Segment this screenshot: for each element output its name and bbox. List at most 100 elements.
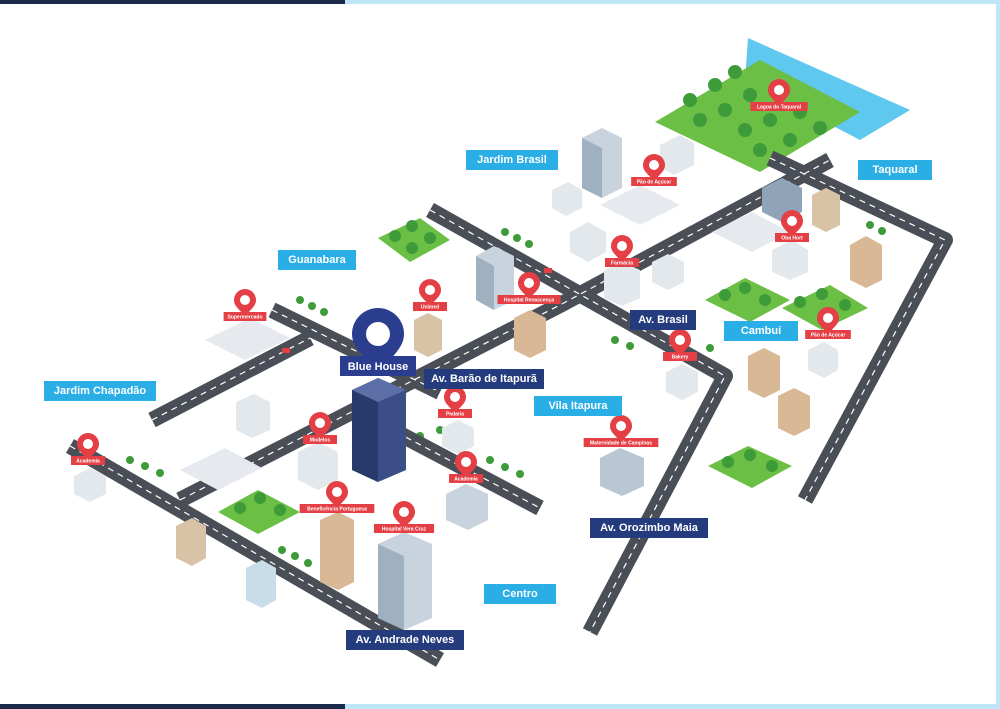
- poi-marker-farmacia[interactable]: Farmácia: [605, 235, 639, 267]
- poi-label-box: [299, 504, 375, 513]
- road-markings: [69, 157, 946, 661]
- poi-label: Supermercado: [227, 315, 262, 321]
- park-cambui-1: [705, 278, 790, 322]
- poi-label: Hospital Vera Cruz: [382, 527, 427, 533]
- building-block-8: [850, 236, 882, 288]
- building-tower-vera-cruz: [378, 532, 432, 630]
- hood-label-guanabara: Guanabara: [278, 250, 356, 270]
- building-block-13: [414, 313, 442, 357]
- buildings: [74, 128, 882, 630]
- building-block-18: [666, 364, 698, 400]
- building-block-10: [604, 262, 640, 306]
- poi-label-box: [71, 456, 105, 465]
- poi-label-box: [605, 258, 639, 267]
- building-block-9: [772, 240, 808, 280]
- poi-label: Modelos: [310, 438, 330, 444]
- building-block-12: [514, 310, 546, 358]
- frame-edge-bottom-light: [345, 704, 1000, 709]
- building-block-4: [570, 222, 606, 262]
- building-block-14: [205, 318, 290, 360]
- poi-marker-supermercado[interactable]: Supermercado: [223, 289, 267, 321]
- building-block-1: [660, 135, 694, 175]
- building-block-25: [74, 468, 106, 502]
- hood-label-vila-itapura: Vila Itapura: [534, 396, 622, 416]
- map-pin-hole: [461, 457, 471, 467]
- avenue-label-av-barao-de-itapura: Av. Barão de Itapurã: [424, 369, 544, 389]
- poi-marker-modelos[interactable]: Modelos: [303, 412, 337, 444]
- poi-label: Lagoa do Taquaral: [757, 105, 802, 111]
- map-pin-hole: [774, 85, 784, 95]
- poi-label: Oba Hort: [781, 236, 803, 242]
- poi-marker-hospital-vera-cruz[interactable]: Hospital Vera Cruz: [373, 501, 435, 533]
- blue-house-marker[interactable]: Blue House: [340, 308, 416, 376]
- lake-area: [745, 38, 910, 140]
- building-block-3: [552, 182, 582, 216]
- poi-marker-academia-1[interactable]: Academia: [71, 433, 105, 465]
- building-block-24: [600, 448, 644, 496]
- poi-label-box: [583, 438, 659, 447]
- frame-edge-top-dark: [0, 0, 345, 4]
- building-block-20: [180, 448, 262, 490]
- poi-marker-unimed[interactable]: Unimed: [413, 279, 447, 311]
- poi-label: Hospital Renascença: [504, 298, 555, 304]
- building-tower-jardim-brasil: [582, 128, 622, 198]
- building-block-2: [600, 185, 680, 225]
- avenue-label-av-orozimbo-maia: Av. Orozimbo Maia: [590, 518, 708, 538]
- hood-label-taquaral: Taquaral: [858, 160, 932, 180]
- blue-house-label: Blue House: [348, 361, 409, 373]
- poi-label: Academia: [76, 459, 100, 465]
- building-tower-hospital: [476, 246, 514, 310]
- map-pin-hole: [425, 285, 435, 295]
- poi-label-box: [438, 409, 472, 418]
- poi-label-box: [413, 302, 447, 311]
- poi-marker-academia-2[interactable]: Academia: [449, 451, 483, 483]
- map-pin-hole: [616, 421, 626, 431]
- building-block-6: [812, 188, 840, 232]
- map-pin-hole: [787, 216, 797, 226]
- poi-label-box: [497, 295, 561, 304]
- hood-label-centro: Centro: [484, 584, 556, 604]
- building-block-23: [446, 484, 488, 530]
- poi-marker-beneficencia[interactable]: Beneficência Portuguesa: [299, 481, 375, 513]
- map-pin-hole: [823, 313, 833, 323]
- building-block-22: [442, 420, 474, 454]
- poi-label-box: [750, 102, 808, 111]
- poi-marker-oba-hort[interactable]: Oba Hort: [775, 210, 809, 242]
- map-pin-hole: [332, 487, 342, 497]
- blue-house-pin-hole: [366, 322, 390, 346]
- frame-edge-right: [996, 0, 1000, 709]
- building-block-15: [748, 348, 780, 398]
- building-block-16: [778, 388, 810, 436]
- map-pin-hole: [240, 295, 250, 305]
- poi-label: Pão de Açúcar: [637, 180, 672, 186]
- frame-edge-bottom-dark: [0, 704, 345, 709]
- map-pin-hole: [649, 160, 659, 170]
- building-tower-beneficencia: [320, 512, 354, 590]
- poi-marker-pao-acucar-1[interactable]: Pão de Açúcar: [631, 154, 677, 186]
- avenue-label-av-andrade-neves: Av. Andrade Neves: [346, 630, 464, 650]
- poi-marker-lagoa[interactable]: Lagoa do Taquaral: [750, 79, 808, 111]
- building-block-11: [652, 254, 684, 290]
- map-pin-hole: [450, 392, 460, 402]
- poi-marker-bakery[interactable]: Bakery: [663, 329, 697, 361]
- poi-label-box: [631, 177, 677, 186]
- poi-label: Pão de Açúcar: [811, 333, 846, 339]
- blue-house-label-box: [340, 356, 416, 376]
- hood-label-jardim-brasil: Jardim Brasil: [466, 150, 558, 170]
- poi-label-box: [449, 474, 483, 483]
- poi-marker-maternidade[interactable]: Maternidade de Campinas: [583, 415, 659, 447]
- car-red-2: [544, 268, 552, 273]
- poi-label: Academia: [454, 477, 478, 483]
- poi-marker-hospital-renascenca[interactable]: Hospital Renascença: [497, 272, 561, 304]
- poi-label-box: [775, 233, 809, 242]
- hood-label-jardim-chapadao: Jardim Chapadão: [44, 381, 156, 401]
- poi-label: Bakery: [672, 355, 689, 361]
- park-guanabara: [378, 218, 450, 262]
- poi-marker-padaria[interactable]: Padaria: [438, 386, 472, 418]
- poi-marker-pao-acucar-2[interactable]: Pão de Açúcar: [805, 307, 851, 339]
- poi-label-box: [663, 352, 697, 361]
- map-pin-hole: [83, 439, 93, 449]
